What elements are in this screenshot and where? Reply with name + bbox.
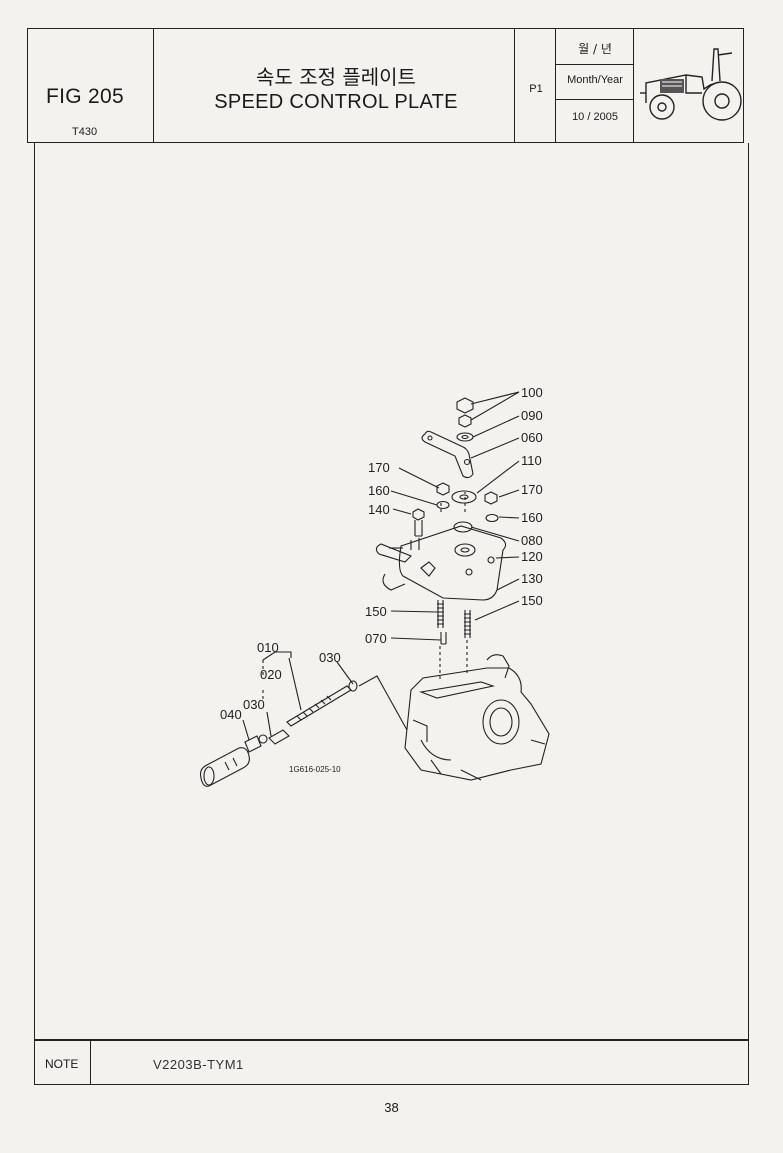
callout-030-left: 030	[243, 697, 265, 712]
note-text: V2203B-TYM1	[153, 1057, 244, 1072]
diagram-frame: 100 090 060 110 170 170 160 160 140 080 …	[34, 143, 749, 1040]
callout-170-right: 170	[521, 482, 543, 497]
date-value: 10 / 2005	[572, 111, 618, 123]
tractor-icon	[640, 48, 742, 121]
callout-160-left: 160	[368, 483, 390, 498]
page-number: 38	[384, 1100, 399, 1115]
callout-030-top: 030	[319, 650, 341, 665]
callout-120: 120	[521, 549, 543, 564]
model-code: T430	[72, 126, 98, 138]
header-table: FIG 205 T430 속도 조정 플레이트 SPEED CONTROL PL…	[27, 28, 744, 143]
title-korean: 속도 조정 플레이트	[256, 65, 416, 89]
callout-010: 010	[257, 640, 279, 655]
callout-160-right: 160	[521, 510, 543, 525]
title-english: SPEED CONTROL PLATE	[214, 91, 458, 113]
callout-130: 130	[521, 571, 543, 586]
callout-060: 060	[521, 430, 543, 445]
callout-070: 070	[365, 631, 387, 646]
callout-110: 110	[521, 453, 542, 468]
note-row: NOTE V2203B-TYM1	[34, 1040, 749, 1085]
callout-100: 100	[521, 385, 543, 400]
callout-090: 090	[521, 408, 543, 423]
date-label-korean: 월 / 년	[578, 42, 612, 56]
callout-150-left: 150	[365, 604, 387, 619]
callout-140: 140	[368, 502, 390, 517]
note-label: NOTE	[45, 1057, 79, 1071]
callout-170-left: 170	[368, 460, 390, 475]
callout-150-right: 150	[521, 593, 543, 608]
exploded-parts-diagram: 100 090 060 110 170 170 160 160 140 080 …	[199, 385, 550, 787]
callout-080: 080	[521, 533, 543, 548]
diagram-image-code: 1G616-025-10	[289, 765, 341, 774]
callout-040: 040	[220, 707, 242, 722]
figure-number: FIG 205	[46, 85, 124, 108]
page-code: P1	[529, 83, 543, 95]
callout-020: 020	[260, 667, 282, 682]
date-label-english: Month/Year	[567, 74, 623, 86]
